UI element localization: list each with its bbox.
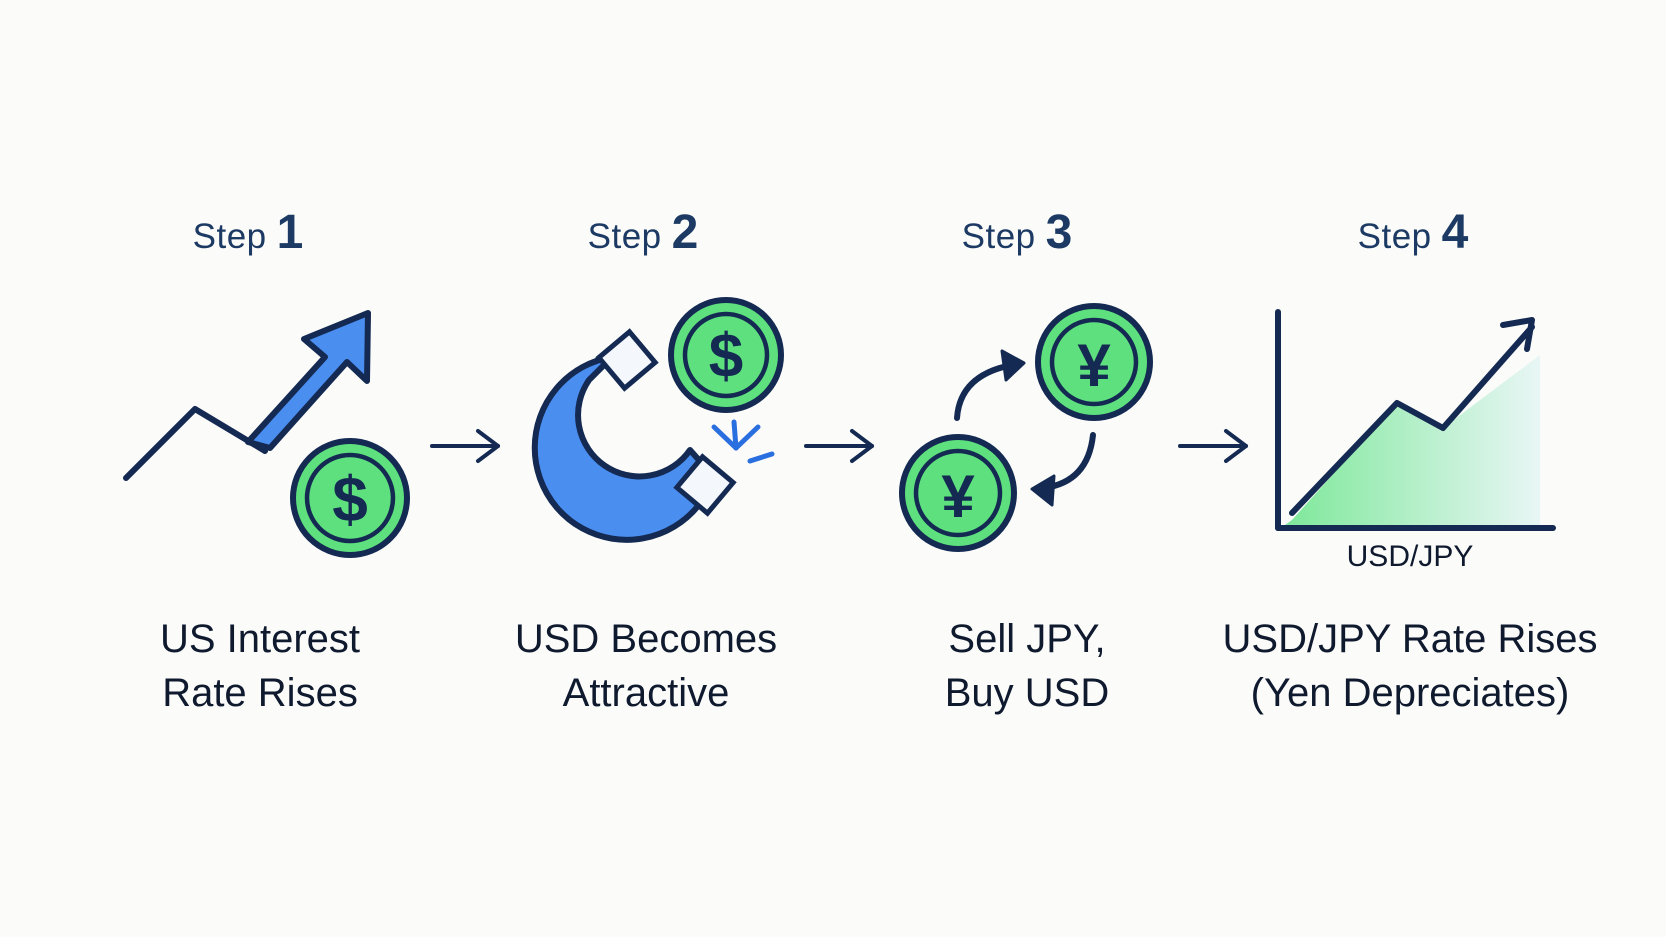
- flow-arrow-icon: [804, 429, 874, 463]
- step-2-caption: USD Becomes Attractive: [436, 612, 856, 720]
- yen-symbol: ¥: [1077, 332, 1111, 399]
- flow-arrow-icon: [430, 429, 500, 463]
- yen-coin-icon: ¥: [899, 434, 1017, 552]
- dollar-coin-icon: $: [668, 297, 784, 413]
- caption-line: USD Becomes: [514, 617, 778, 661]
- caption-line: USD/JPY Rate Rises: [1222, 617, 1598, 661]
- caption-line: Sell JPY,: [948, 617, 1106, 661]
- chart-axis-label: USD/JPY: [1346, 540, 1474, 573]
- caption-line: (Yen Depreciates): [1250, 671, 1570, 715]
- step-number: 2: [671, 206, 699, 259]
- step-word: Step: [961, 217, 1036, 256]
- flow-arrow-icon: [1178, 429, 1248, 463]
- dollar-symbol: $: [709, 322, 743, 391]
- chart-trend-line: [1289, 324, 1535, 516]
- step-4-illustration: [1275, 309, 1556, 531]
- step-number: 3: [1045, 206, 1073, 259]
- chart-arrowhead-icon: [1500, 317, 1535, 352]
- step-1-caption: US Interest Rate Rises: [50, 612, 470, 720]
- caption-line: Buy USD: [944, 671, 1110, 715]
- exchange-arrows-icon: [954, 349, 1096, 507]
- step-3-illustration: ¥ ¥: [899, 303, 1153, 552]
- caption-line: Rate Rises: [162, 671, 358, 715]
- step-3-caption: Sell JPY, Buy USD: [817, 612, 1237, 720]
- step-number: 1: [276, 206, 304, 259]
- rising-line: [123, 406, 268, 481]
- trend-up-arrow-icon: [245, 310, 371, 451]
- chart-area: [1285, 355, 1540, 525]
- step-number: 4: [1441, 206, 1469, 259]
- step-4-caption: USD/JPY Rate Rises (Yen Depreciates): [1200, 612, 1620, 720]
- dollar-symbol: $: [332, 463, 368, 535]
- yen-symbol: ¥: [941, 463, 975, 530]
- yen-coin-icon: ¥: [1035, 303, 1153, 421]
- dollar-coin-icon: $: [290, 438, 410, 558]
- magnet-icon: [531, 328, 737, 543]
- step-word: Step: [1357, 217, 1432, 256]
- step-word: Step: [587, 217, 662, 256]
- caption-line: US Interest: [159, 617, 361, 661]
- step-1-illustration: $: [123, 310, 410, 558]
- caption-line: Attractive: [562, 671, 730, 715]
- step-2-illustration: $: [531, 297, 784, 543]
- attraction-lines-icon: [711, 419, 775, 464]
- step-word: Step: [192, 217, 267, 256]
